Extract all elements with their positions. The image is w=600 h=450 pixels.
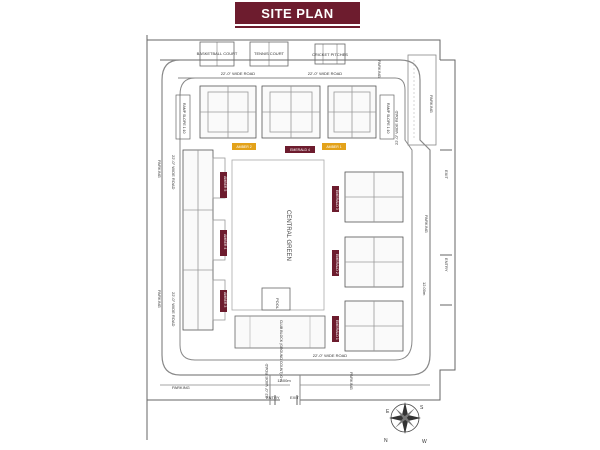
- road-right: 22'-0" WIDE ROAD: [394, 110, 399, 145]
- label-right-3: EMERALD 1: [335, 320, 339, 340]
- compass-n: N: [384, 438, 388, 444]
- tag-left-1: [220, 172, 227, 198]
- compass-w: W: [422, 439, 427, 445]
- tag-right-2: [332, 250, 339, 276]
- label-left-2: AMBER 4: [223, 234, 227, 249]
- parking-left-1: PARKING: [157, 160, 162, 178]
- building-right-1: [344, 171, 404, 223]
- label-top-mid: EMERALD 4: [290, 148, 310, 152]
- width-right: 12.00m: [422, 282, 427, 296]
- tag-top-right: [322, 143, 346, 150]
- road-left-lower: 22'-0" WIDE ROAD: [171, 292, 176, 327]
- compass-e: E: [386, 409, 390, 415]
- ramp-left: [175, 94, 191, 140]
- club-block-label: CLUB BLOCK (GROUND COUNT) G+5: [279, 320, 283, 382]
- amenity-cricket: CRICKET PITCHES: [312, 52, 348, 57]
- road-bottom: 22'-0" WIDE ROAD: [313, 353, 348, 358]
- tag-top-left: [232, 143, 256, 150]
- parking-bottom-right: PARKING: [349, 372, 354, 390]
- compass-rose-icon: [389, 402, 421, 434]
- tag-top-mid: [285, 146, 315, 153]
- label-left-3: AMBER 3: [223, 292, 227, 307]
- parking-top-right: PARKING: [429, 95, 434, 113]
- exit-right: EXIT: [444, 170, 449, 179]
- road-bottom-left: 22'-0" WIDE ROAD: [264, 363, 269, 398]
- label-top-left: AMBER 2: [236, 145, 251, 149]
- building-left-column: [182, 149, 226, 331]
- pool-label: POOL: [275, 298, 280, 310]
- label-left-1: AMBER 5: [223, 176, 227, 191]
- tag-left-2: [220, 230, 227, 256]
- ramp-right-label: RAMP SLOPE 1:10: [386, 103, 390, 134]
- amenity-basketball: BASKETBALL COURT: [197, 51, 238, 56]
- ramp-left-label: RAMP SLOPE 1:10: [182, 103, 186, 134]
- cricket-pitches: [314, 43, 346, 65]
- page-title: SITE PLAN: [235, 2, 360, 24]
- building-right-3: [344, 300, 404, 352]
- label-top-right: AMBER 1: [326, 145, 341, 149]
- building-right-2: [344, 236, 404, 288]
- road-left: 22'-0" WIDE ROAD: [171, 155, 176, 190]
- tag-right-1: [332, 186, 339, 212]
- tag-left-3: [220, 290, 227, 312]
- tag-right-3: [332, 316, 339, 342]
- pool-shape: [261, 287, 291, 311]
- parking-right: PARKING: [424, 215, 429, 233]
- building-top-right: [327, 85, 377, 139]
- width-bottom: 12.00m: [277, 378, 291, 383]
- building-top-left: [199, 85, 257, 139]
- entry-bottom: ENTRY: [266, 395, 280, 400]
- central-green-area: [231, 159, 325, 311]
- entry-right: ENTRY: [444, 258, 449, 272]
- amenity-tennis: TENNIS COURT: [254, 51, 284, 56]
- building-top-mid: [261, 85, 321, 139]
- exit-bottom: EXIT: [290, 395, 299, 400]
- central-green-label: CENTRAL GREEN: [285, 210, 291, 261]
- label-right-2: EMERALD 2: [335, 254, 339, 274]
- road-top: 22'-0" WIDE ROAD: [221, 71, 256, 76]
- title-underline: [235, 26, 360, 28]
- ramp-right: [379, 94, 395, 140]
- compass-s: S: [420, 405, 424, 411]
- parking-left-2: PARKING: [157, 290, 162, 308]
- label-right-1: EMERALD 3: [335, 190, 339, 210]
- road-top-right: 22'-0" WIDE ROAD: [308, 71, 343, 76]
- parking-top: PARKING: [377, 60, 382, 78]
- parking-bottom: PARKING: [172, 385, 190, 390]
